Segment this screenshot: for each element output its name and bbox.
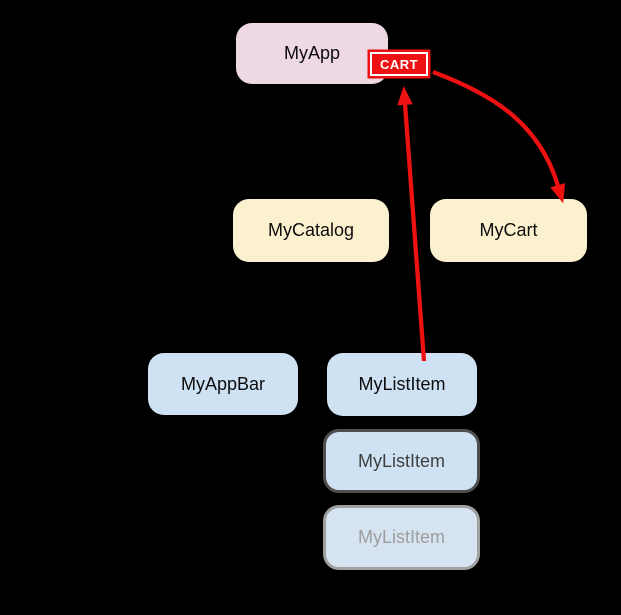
node-mycart: MyCart (430, 199, 587, 262)
node-label: MyListItem (357, 527, 445, 547)
arrow-listitem-to-cart (397, 85, 427, 362)
node-mylistitem-1: MyListItem (327, 353, 477, 416)
node-mylistitem-3: MyListItem (323, 505, 480, 570)
node-label: MyAppBar (180, 373, 266, 394)
node-label: MyApp (283, 43, 341, 63)
node-myappbar: MyAppBar (148, 353, 298, 415)
node-label: MyListItem (357, 450, 445, 471)
node-label: MyListItem (358, 374, 446, 394)
node-label: MyCatalog (267, 220, 355, 240)
node-myapp: MyApp (236, 23, 388, 84)
node-mylistitem-2: MyListItem (323, 429, 480, 493)
cart-badge: CART (370, 52, 428, 76)
arrow-cart-to-mycart (432, 69, 566, 204)
node-mycatalog: MyCatalog (233, 199, 389, 262)
node-label: MyCart (479, 220, 538, 240)
